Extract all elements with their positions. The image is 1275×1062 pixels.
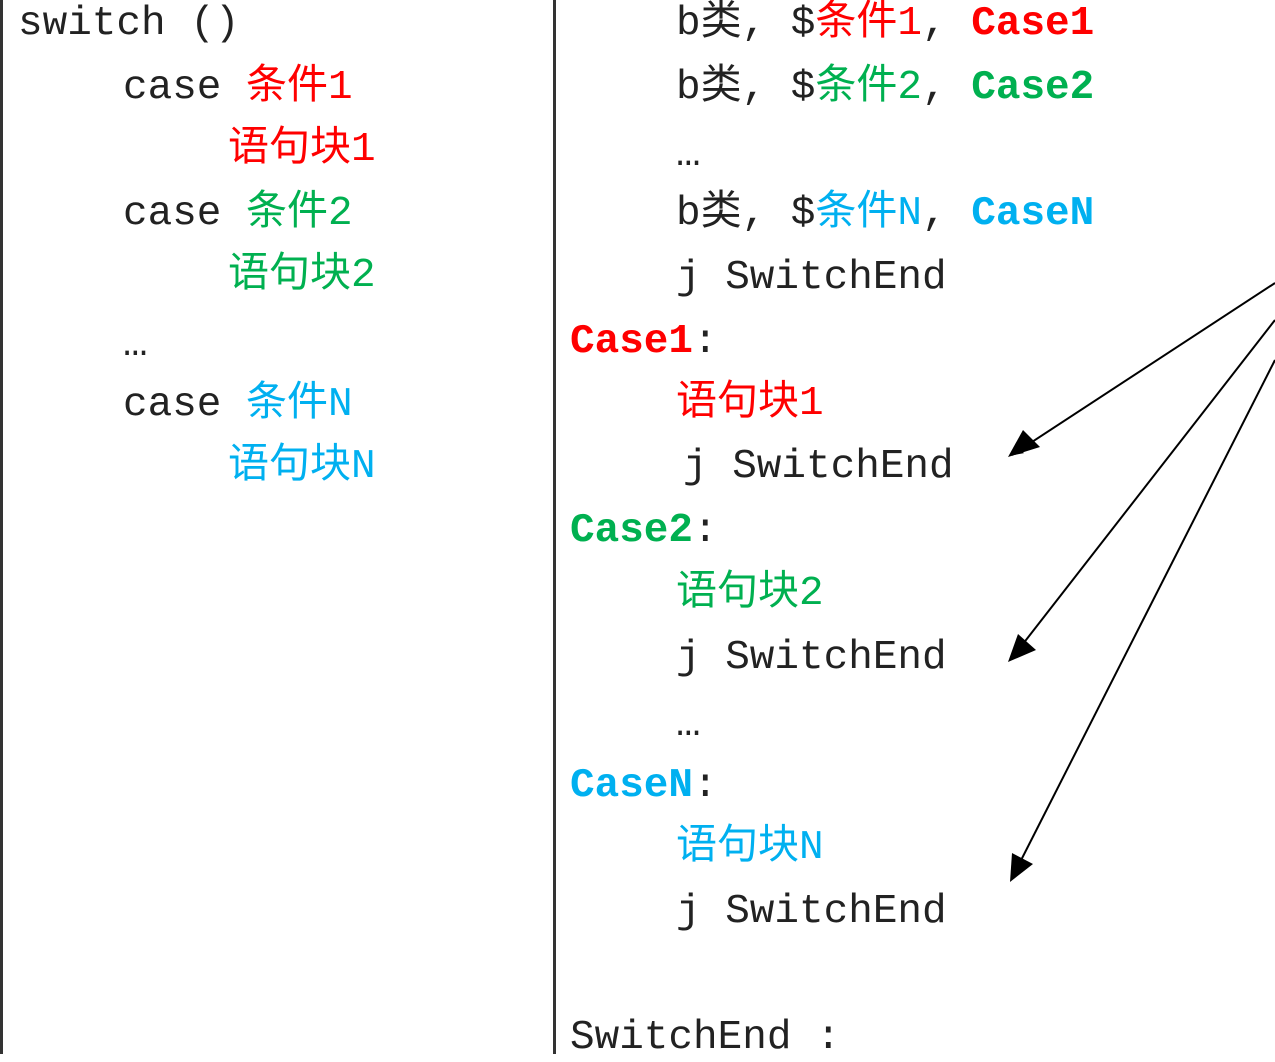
- code-token: 语句块2: [676, 571, 824, 617]
- arrowhead-icon: [1008, 634, 1036, 662]
- code-token: …: [676, 132, 701, 178]
- code-token: CaseN: [570, 763, 694, 809]
- right-code-line: …: [676, 131, 701, 179]
- code-token: ,: [922, 65, 972, 111]
- code-token: …: [676, 702, 701, 748]
- code-token: j SwitchEnd: [676, 635, 947, 681]
- left-code-line: 语句块1: [228, 126, 376, 174]
- code-token: b类, $: [676, 65, 816, 111]
- code-token: Case2: [971, 65, 1095, 111]
- code-token: 语句块1: [676, 381, 824, 427]
- right-code-line: 语句块2: [676, 570, 824, 618]
- left-code-line: …: [123, 321, 148, 369]
- code-token: 语句块N: [676, 825, 824, 871]
- right-code-line: b类, $条件1, Case1: [676, 0, 1094, 48]
- right-code-line: …: [676, 701, 701, 749]
- left-code-line: switch (): [18, 0, 239, 48]
- code-token: switch (): [18, 1, 240, 47]
- arrow-to-case2-end: [1011, 319, 1275, 659]
- arrow-to-case1-end: [1011, 282, 1275, 456]
- code-token: 语句块N: [228, 444, 376, 490]
- left-code-line: case 条件2: [123, 190, 353, 238]
- arrowhead-icon: [1010, 853, 1033, 882]
- left-code-line: 语句块N: [228, 443, 376, 491]
- right-code-line: Case1:: [570, 318, 718, 366]
- panel-divider: [553, 0, 556, 1054]
- right-code-line: Case2:: [570, 507, 718, 555]
- right-code-line: j SwitchEnd: [676, 254, 947, 302]
- code-token: b类, $: [676, 191, 816, 237]
- code-token: 语句块2: [228, 253, 376, 299]
- right-code-line: b类, $条件N, CaseN: [676, 190, 1094, 238]
- code-token: 语句块1: [228, 127, 376, 173]
- code-token: ,: [922, 1, 972, 47]
- code-token: :: [693, 508, 718, 554]
- code-token: case: [123, 65, 247, 111]
- arrow-to-casen-end: [1011, 359, 1275, 879]
- code-token: ,: [922, 191, 972, 237]
- right-code-line: CaseN:: [570, 762, 718, 810]
- left-code-line: case 条件1: [123, 64, 353, 112]
- right-code-line: 语句块N: [676, 824, 824, 872]
- right-code-line: j SwitchEnd: [676, 634, 947, 682]
- code-token: 条件N: [815, 191, 923, 237]
- code-token: 条件1: [815, 1, 923, 47]
- left-code-line: 语句块2: [228, 252, 376, 300]
- code-token: 条件1: [246, 65, 353, 111]
- right-code-line: j SwitchEnd: [676, 888, 947, 936]
- left-code-line: case 条件N: [123, 381, 353, 429]
- code-token: j SwitchEnd: [683, 444, 954, 490]
- code-token: Case1: [971, 1, 1095, 47]
- code-token: :: [693, 319, 718, 365]
- left-border: [0, 0, 3, 1054]
- code-token: 条件N: [246, 382, 353, 428]
- code-token: case: [123, 382, 247, 428]
- code-token: j SwitchEnd: [676, 889, 947, 935]
- code-token: b类, $: [676, 1, 816, 47]
- code-token: :: [693, 763, 718, 809]
- code-token: Case2: [570, 508, 694, 554]
- code-token: case: [123, 191, 247, 237]
- right-code-line: j SwitchEnd: [683, 443, 954, 491]
- code-token: 条件2: [246, 191, 353, 237]
- code-token: j SwitchEnd: [676, 255, 947, 301]
- right-code-line: SwitchEnd :: [570, 1014, 841, 1062]
- arrowhead-icon: [1008, 430, 1040, 457]
- right-code-line: b类, $条件2, Case2: [676, 64, 1094, 112]
- code-token: SwitchEnd :: [570, 1015, 841, 1061]
- code-token: …: [123, 322, 148, 368]
- code-token: Case1: [570, 319, 694, 365]
- code-token: 条件2: [815, 65, 923, 111]
- right-code-line: 语句块1: [676, 380, 824, 428]
- code-token: CaseN: [971, 191, 1095, 237]
